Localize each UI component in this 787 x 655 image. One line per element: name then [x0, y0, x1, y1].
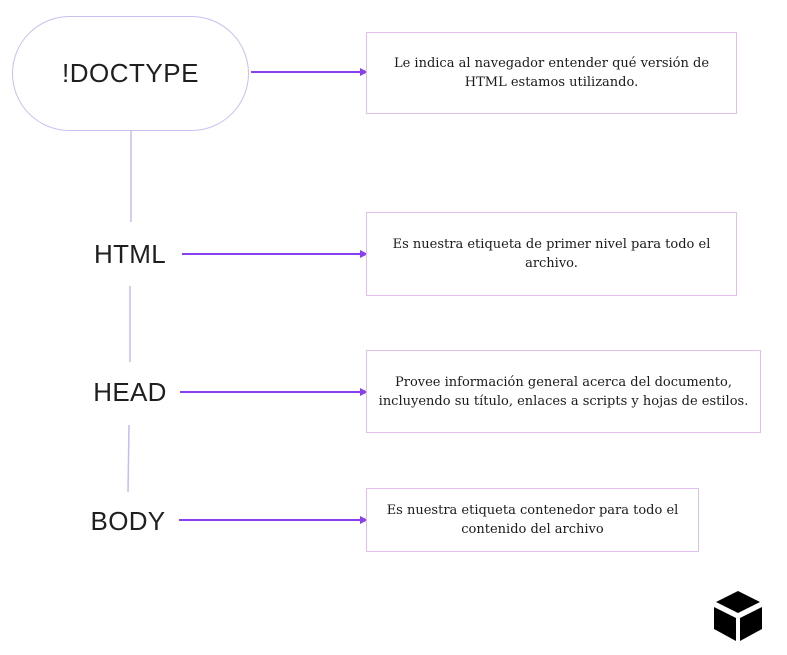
doctype-description-box: Le indica al navegador entender qué vers… [366, 32, 737, 114]
body-description: Es nuestra etiqueta contenedor para todo… [386, 503, 679, 537]
html-description: Es nuestra etiqueta de primer nivel para… [392, 237, 711, 271]
html-node-label: HTML [94, 239, 166, 269]
html-description-box: Es nuestra etiqueta de primer nivel para… [366, 212, 737, 296]
trunk-segment-head-body [127, 424, 130, 493]
body-description-box: Es nuestra etiqueta contenedor para todo… [366, 488, 699, 552]
cube-logo-icon [714, 591, 762, 641]
doctype-description: Le indica al navegador entender qué vers… [393, 56, 710, 90]
doctype-node: !DOCTYPE [12, 16, 249, 131]
body-node-label: BODY [90, 506, 166, 536]
head-description: Provee información general acerca del do… [378, 374, 749, 409]
head-description-box: Provee información general acerca del do… [366, 350, 761, 433]
doctype-label: !DOCTYPE [62, 58, 199, 88]
head-node-label: HEAD [93, 377, 167, 407]
